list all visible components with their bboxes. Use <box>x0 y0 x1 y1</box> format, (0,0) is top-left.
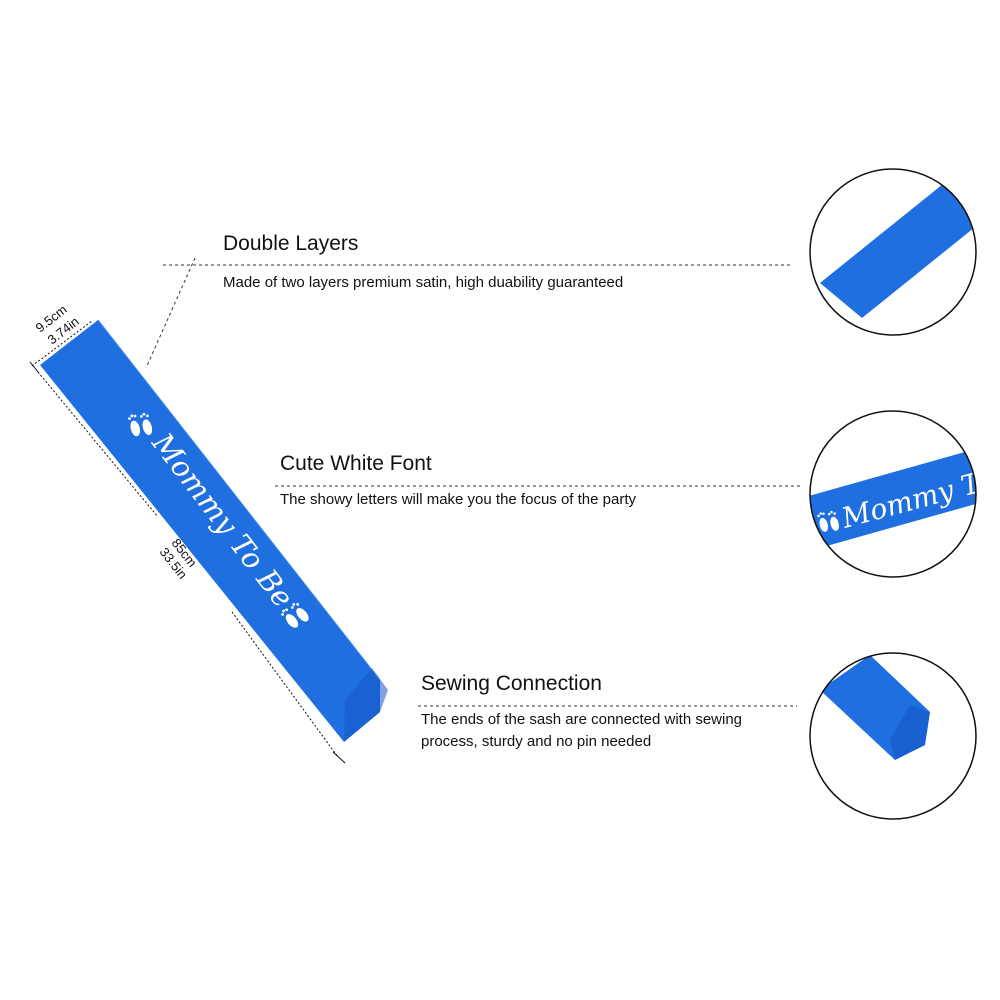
feature-title-cute-font: Cute White Font <box>280 452 432 475</box>
feature-title-double-layers: Double Layers <box>223 232 359 255</box>
sash: Mommy To Be <box>40 319 388 742</box>
dimension-lines <box>29 320 346 764</box>
feature-desc-sewing: The ends of the sash are connected with … <box>421 711 743 750</box>
sash-body <box>40 320 380 742</box>
feature-desc-cute-font: The showy letters will make you the focu… <box>280 491 636 508</box>
feature-desc-double-layers: Made of two layers premium satin, high d… <box>223 274 624 291</box>
zoom-circle-sewing <box>809 652 977 820</box>
leader-lines <box>145 257 800 707</box>
zoom-circle-font: Mommy To <box>809 410 977 578</box>
sash-sewn-end <box>344 668 388 742</box>
feature-title-sewing: Sewing Connection <box>421 672 602 695</box>
zoom-circle-double-layers <box>809 168 977 336</box>
